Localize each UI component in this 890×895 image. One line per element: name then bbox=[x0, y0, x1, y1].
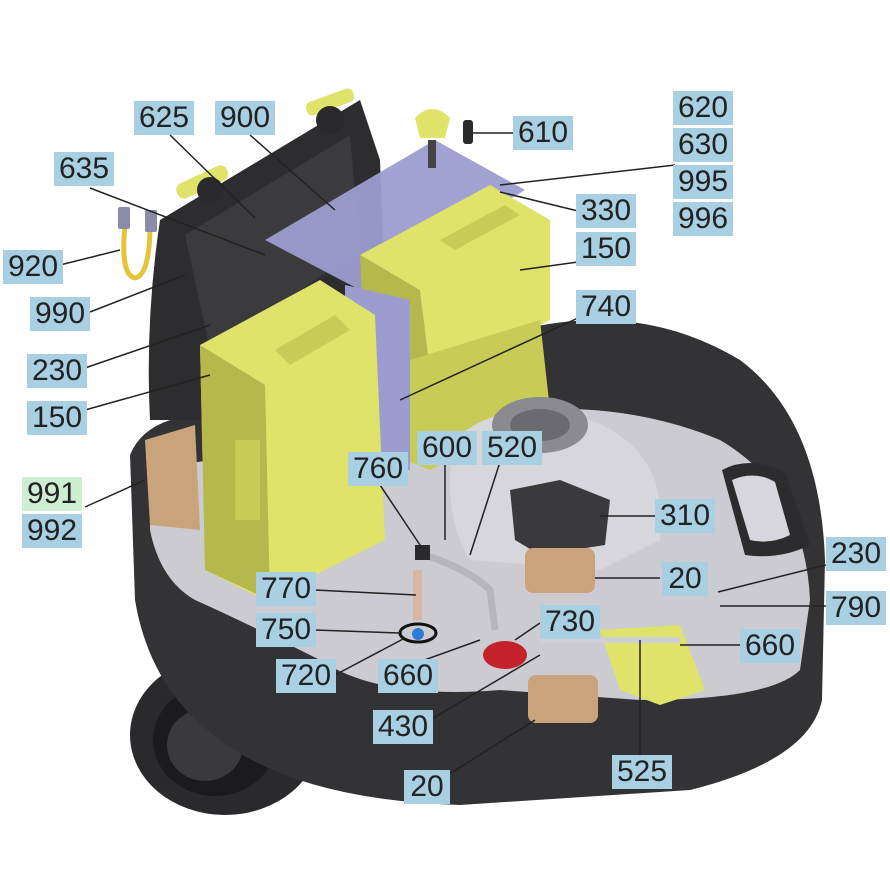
callout-991: 991 bbox=[22, 477, 82, 511]
callout-720: 720 bbox=[276, 659, 336, 693]
callout-920: 920 bbox=[3, 250, 63, 284]
callout-635: 635 bbox=[54, 152, 114, 186]
callout-630: 630 bbox=[673, 128, 733, 162]
callout-992: 992 bbox=[22, 514, 82, 548]
callout-770: 770 bbox=[256, 572, 316, 606]
knob-top bbox=[415, 109, 473, 168]
tube-520 bbox=[423, 551, 499, 631]
callout-20-upper: 20 bbox=[662, 562, 708, 596]
callout-620: 620 bbox=[673, 91, 733, 125]
callout-525: 525 bbox=[612, 755, 672, 789]
callout-995: 995 bbox=[673, 165, 733, 199]
plate-900 bbox=[265, 140, 525, 290]
callout-150-left: 150 bbox=[27, 401, 87, 435]
pump-525 bbox=[600, 625, 705, 705]
cable-920 bbox=[121, 224, 153, 281]
callout-150-top: 150 bbox=[576, 232, 636, 266]
callout-625: 625 bbox=[134, 101, 194, 135]
callout-20-lower: 20 bbox=[404, 770, 450, 804]
callout-996: 996 bbox=[673, 202, 733, 236]
callout-790: 790 bbox=[826, 591, 886, 625]
callout-600: 600 bbox=[417, 431, 477, 465]
callout-730: 730 bbox=[540, 605, 600, 639]
callout-230-left: 230 bbox=[27, 354, 87, 388]
callout-330: 330 bbox=[576, 194, 636, 228]
callout-900: 900 bbox=[215, 101, 275, 135]
callout-990: 990 bbox=[30, 297, 90, 331]
callout-230-right: 230 bbox=[826, 537, 886, 571]
valve-red bbox=[483, 641, 527, 669]
callout-760: 760 bbox=[348, 452, 408, 486]
callout-310: 310 bbox=[655, 499, 715, 533]
callout-520: 520 bbox=[482, 431, 542, 465]
callout-750: 750 bbox=[256, 613, 316, 647]
handle-lime bbox=[176, 88, 355, 203]
filter-20 bbox=[525, 548, 598, 723]
battery-left bbox=[200, 280, 385, 600]
circuit-board bbox=[145, 425, 200, 530]
rod-770 bbox=[413, 570, 422, 620]
plug-720 bbox=[412, 628, 424, 640]
fitting-760 bbox=[415, 545, 430, 560]
callout-610: 610 bbox=[513, 116, 573, 150]
callout-740: 740 bbox=[576, 290, 636, 324]
callout-660-left: 660 bbox=[378, 659, 438, 693]
callout-430: 430 bbox=[373, 710, 433, 744]
callout-660-right: 660 bbox=[740, 629, 800, 663]
